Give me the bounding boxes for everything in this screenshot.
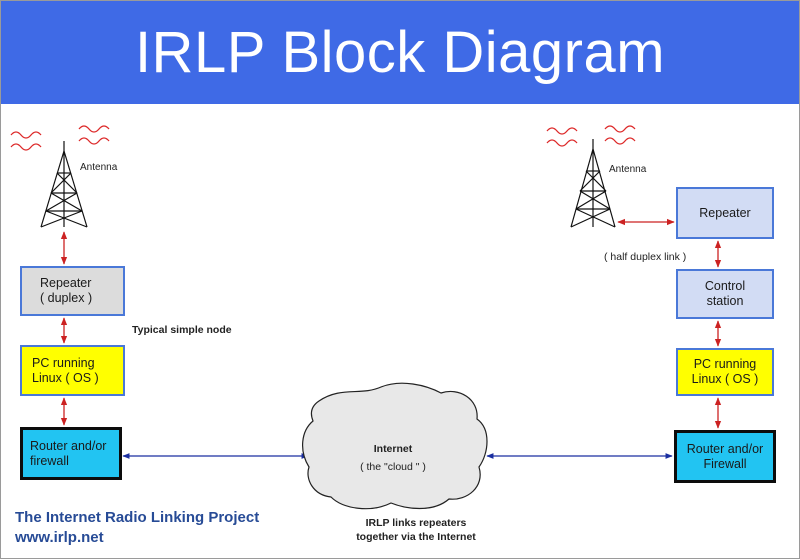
left-antenna-tower-icon <box>40 141 88 228</box>
diagram-title: IRLP Block Diagram <box>1 1 799 104</box>
internet-cloud-shape <box>302 382 488 510</box>
left-pc-line-2: Linux ( OS ) <box>32 370 99 385</box>
left-router-box: Router and/or firewall <box>20 427 122 480</box>
left-antenna-label: Antenna <box>80 162 118 173</box>
left-repeater-line-1: Repeater <box>40 276 92 290</box>
left-router-line-1: Router and/or <box>30 438 107 453</box>
right-antenna-tower-icon <box>570 139 616 228</box>
right-pc-box: PC running Linux ( OS ) <box>676 348 774 396</box>
cloud-caption: IRLP links repeaters together via the In… <box>331 516 501 544</box>
left-pc-box: PC running Linux ( OS ) <box>20 345 125 396</box>
typical-node-caption: Typical simple node <box>132 324 232 336</box>
control-station-line-1: Control <box>704 279 746 293</box>
left-repeater-box: Repeater ( duplex ) <box>20 266 125 316</box>
right-router-line-2: Firewall <box>703 456 747 471</box>
right-repeater-box: Repeater <box>676 187 774 239</box>
left-router-line-2: firewall <box>30 453 69 468</box>
left-radio-waves-icon <box>10 125 110 151</box>
right-router-line-1: Router and/or <box>686 441 764 456</box>
cloud-title: Internet <box>373 443 413 455</box>
control-station-line-2: station <box>706 294 744 308</box>
right-radio-waves-icon <box>546 125 636 147</box>
cloud-caption-line-2: together via the Internet <box>356 531 476 543</box>
cloud-subtitle: ( the "cloud " ) <box>360 461 426 473</box>
project-url-link[interactable]: www.irlp.net <box>15 529 104 546</box>
right-repeater-label: Repeater <box>699 205 751 220</box>
control-station-box: Control station <box>676 269 774 319</box>
right-pc-line-1: PC running <box>693 357 757 371</box>
right-pc-line-2: Linux ( OS ) <box>691 372 759 386</box>
right-antenna-label: Antenna <box>609 164 647 175</box>
cloud-caption-line-1: IRLP links repeaters <box>365 517 467 529</box>
half-duplex-link-label: ( half duplex link ) <box>604 251 687 263</box>
project-name: The Internet Radio Linking Project <box>15 509 260 526</box>
right-router-box: Router and/or Firewall <box>674 430 776 483</box>
left-pc-line-1: PC running <box>32 355 95 370</box>
left-repeater-line-2: ( duplex ) <box>40 291 93 305</box>
